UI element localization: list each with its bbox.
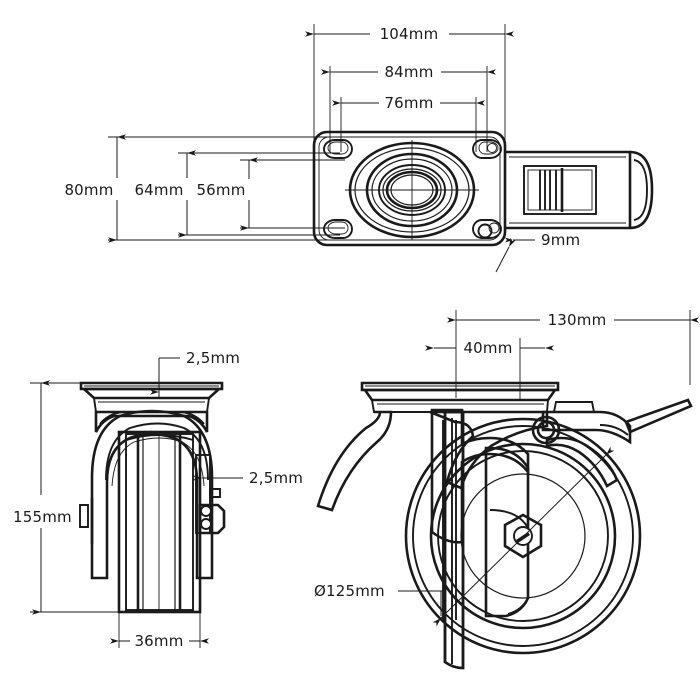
dim-label-155mm: 155mm xyxy=(13,508,72,526)
dim-56mm: 56mm xyxy=(196,157,258,231)
bolt-hole-top-right xyxy=(472,139,502,159)
dim-label-125mm: Ø125mm xyxy=(314,582,385,600)
dim-label-2_5mm-plate: 2,5mm xyxy=(186,349,240,367)
dim-2_5mm-tread: 2,5mm xyxy=(193,469,303,487)
bolt-hole-bottom-left xyxy=(323,219,353,239)
top-view-group: 104mm 84mm 76mm xyxy=(64,24,654,273)
front-view-left-bracket xyxy=(79,498,94,544)
top-view-bolt-holes xyxy=(323,139,502,239)
dim-155mm: 155mm xyxy=(13,380,140,615)
dim-label-76mm: 76mm xyxy=(384,94,433,112)
top-view-extension-lines xyxy=(313,24,506,152)
dim-76mm: 76mm xyxy=(332,94,485,112)
front-view-group: 2,5mm xyxy=(13,349,303,650)
dim-36mm: 36mm xyxy=(110,612,209,650)
bolt-hole-bottom-right xyxy=(472,219,502,239)
dim-label-64mm: 64mm xyxy=(134,181,183,199)
top-view-swivel-bearing xyxy=(345,140,479,240)
front-view-brake-assembly xyxy=(195,454,226,535)
dim-9mm: 9mm xyxy=(495,231,580,273)
dim-104mm: 104mm xyxy=(305,25,514,43)
side-view-brake-lever xyxy=(541,398,693,488)
side-view-top-plate xyxy=(360,381,560,413)
side-view-fork-body xyxy=(316,408,549,670)
dim-125mm: Ø125mm xyxy=(314,446,615,627)
dim-40mm: 40mm xyxy=(425,339,554,357)
top-view-brake-housing xyxy=(505,150,654,230)
dim-label-84mm: 84mm xyxy=(384,63,433,81)
dim-80mm: 80mm xyxy=(64,134,126,243)
front-view-wheel xyxy=(117,430,202,614)
front-view-top-plate xyxy=(79,381,224,413)
dim-label-2_5mm-tread: 2,5mm xyxy=(249,469,303,487)
bolt-hole-top-left xyxy=(323,139,353,159)
dim-64mm: 64mm xyxy=(134,150,196,238)
dim-130mm: 130mm xyxy=(447,311,699,329)
dim-label-9mm: 9mm xyxy=(541,231,580,249)
side-view-group: 130mm 40mm xyxy=(314,310,699,670)
dim-label-56mm: 56mm xyxy=(196,181,245,199)
dim-label-36mm: 36mm xyxy=(134,632,183,650)
top-view-brake-ribs xyxy=(539,168,564,212)
dim-label-104mm: 104mm xyxy=(380,25,439,43)
dim-label-80mm: 80mm xyxy=(64,181,113,199)
dim-label-130mm: 130mm xyxy=(548,311,607,329)
dim-84mm: 84mm xyxy=(321,63,496,81)
dim-2_5mm-plate: 2,5mm xyxy=(150,349,240,399)
top-view-mounting-plate xyxy=(312,130,507,247)
dim-label-40mm: 40mm xyxy=(463,339,512,357)
front-view-fork xyxy=(90,409,214,580)
